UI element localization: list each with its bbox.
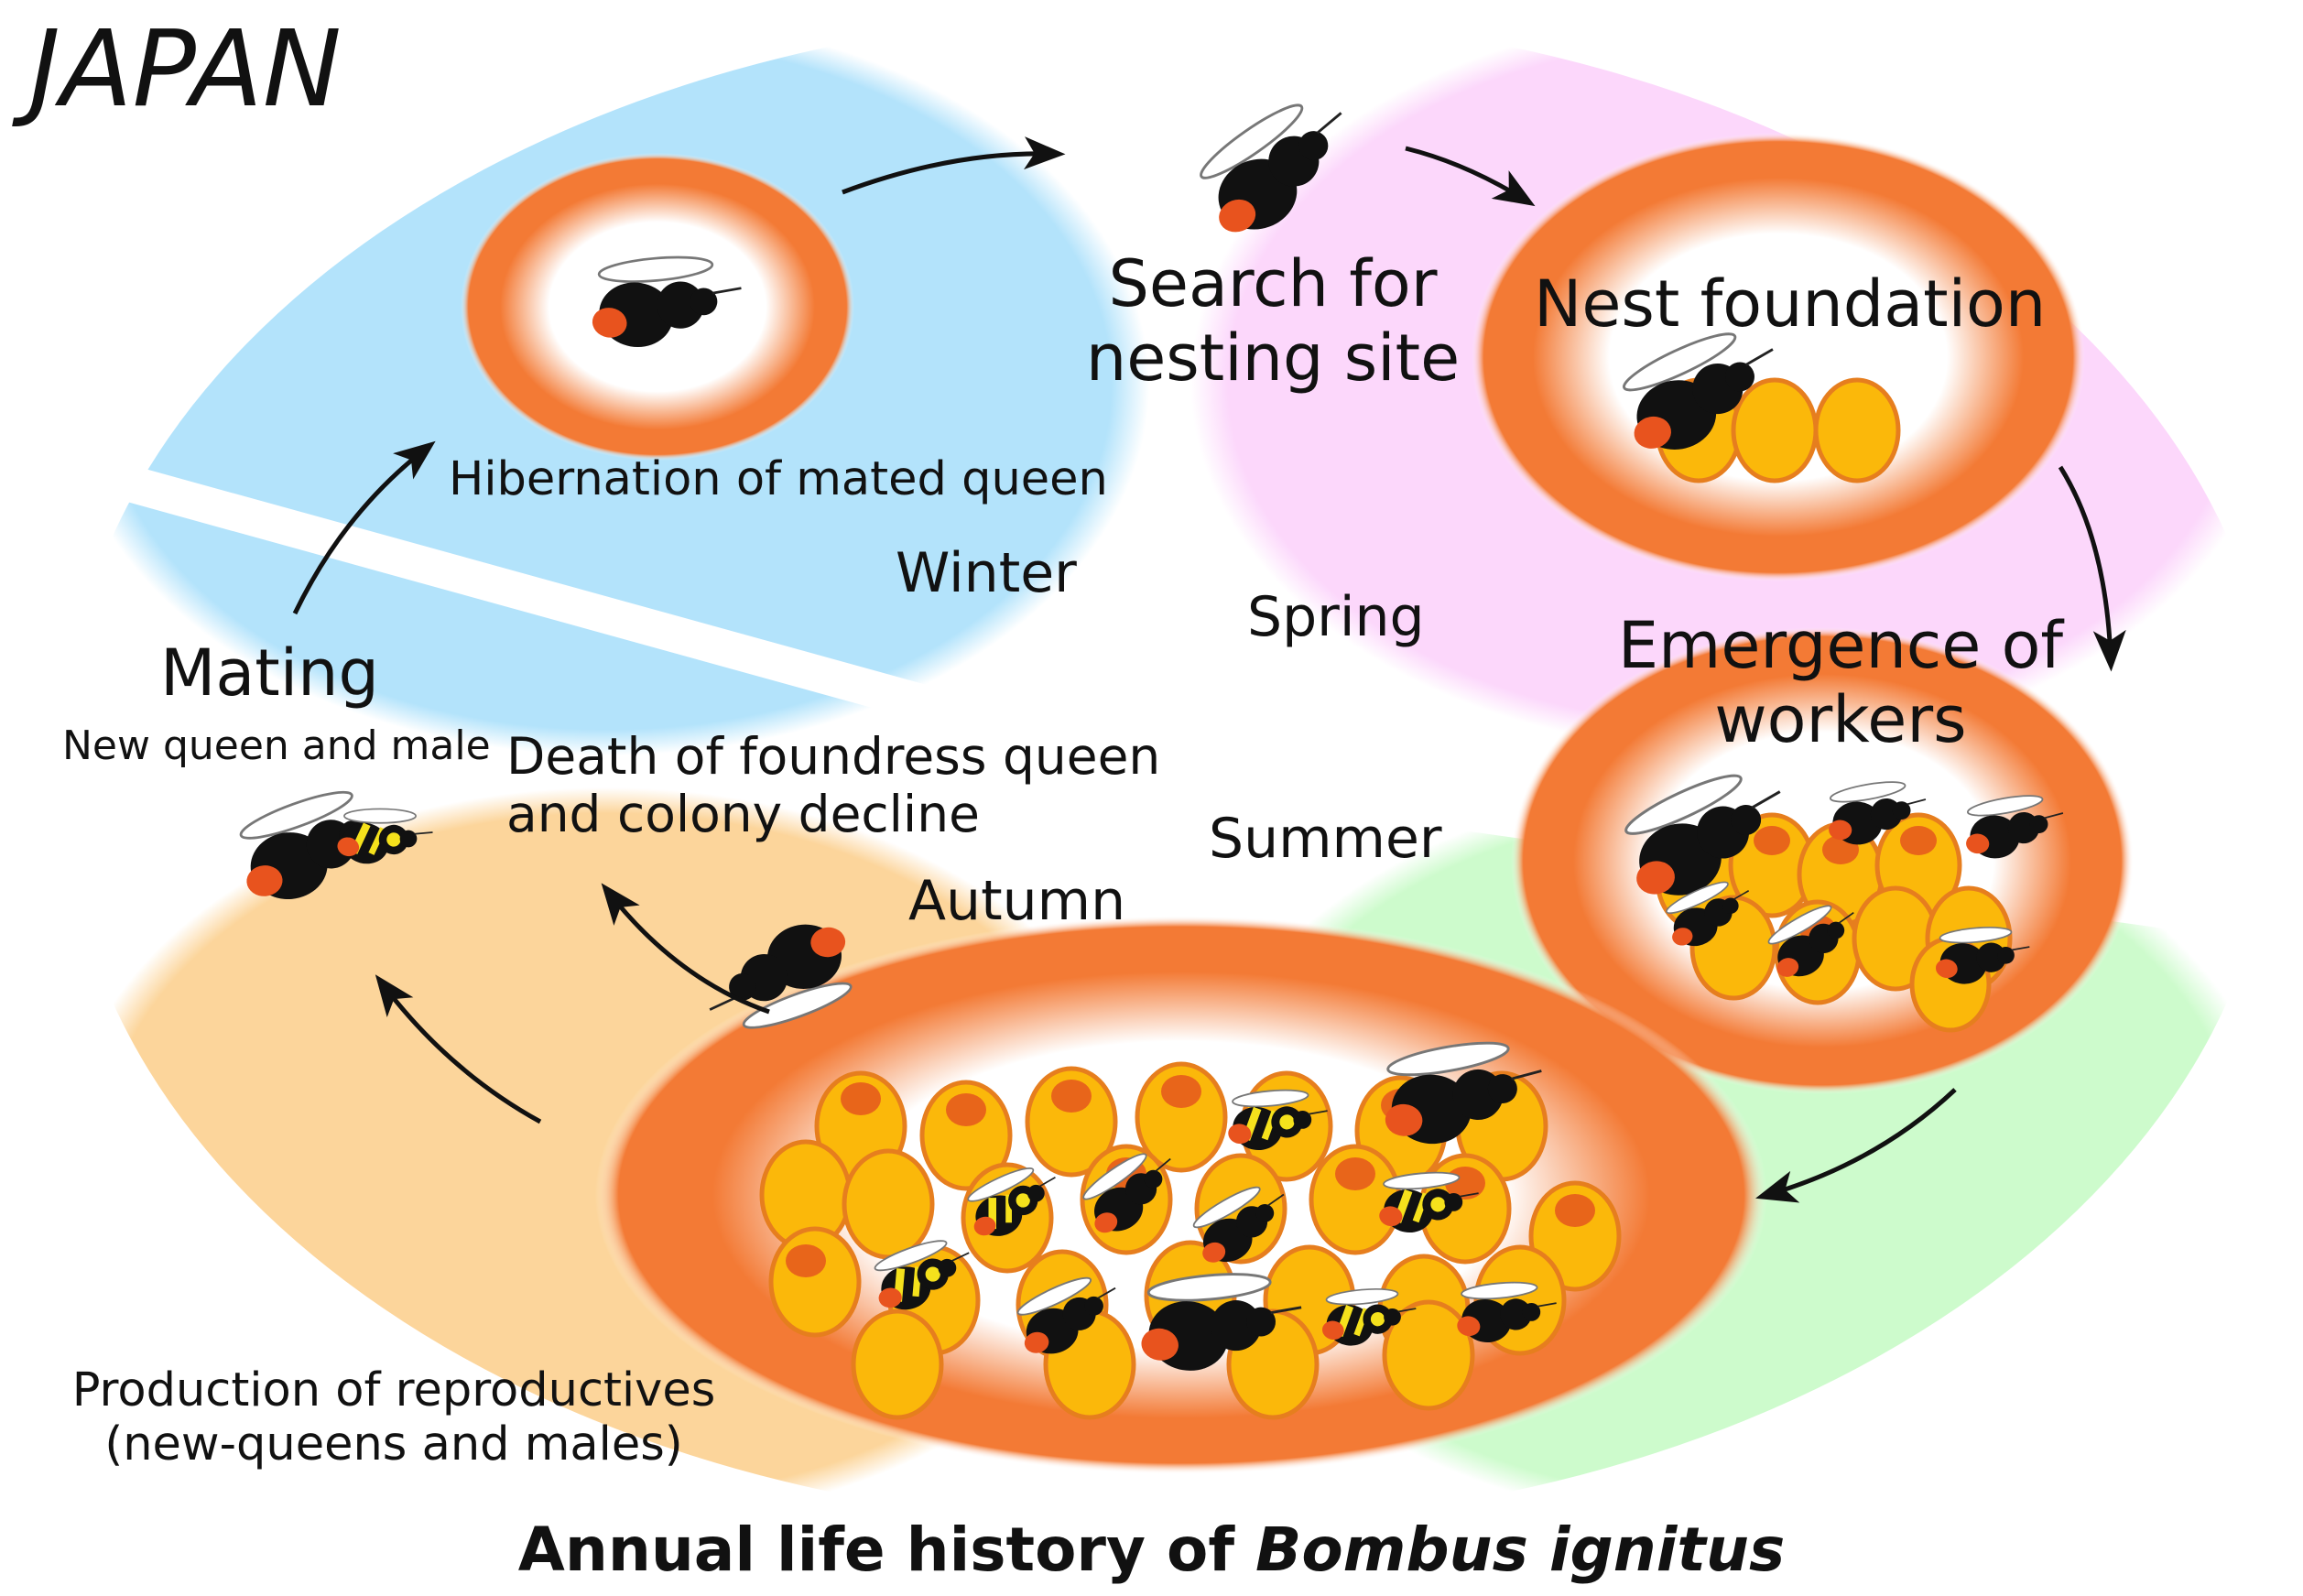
emergence-label: Emergence of workers <box>1612 609 2069 756</box>
brood-cell-icon <box>771 1229 859 1335</box>
brood-cell-icon <box>1816 380 1898 481</box>
winter-label: Winter <box>896 542 1077 605</box>
autumn-label: Autumn <box>908 870 1125 933</box>
title-prefix: Annual life history of <box>518 1515 1255 1585</box>
cell-cap <box>1161 1075 1201 1108</box>
death-line-2: and colony decline <box>506 786 1160 843</box>
brood-cell-icon <box>844 1151 932 1257</box>
production-label: Production of reproductives (new-queens … <box>37 1364 751 1471</box>
cell-cap <box>786 1244 826 1277</box>
search-line-1: Search for <box>1081 247 1465 321</box>
production-line-1: Production of reproductives <box>37 1364 751 1418</box>
search-nesting-label: Search for nesting site <box>1081 247 1465 395</box>
mating-sublabel: New queen and male <box>62 723 491 770</box>
cell-cap <box>841 1082 881 1115</box>
cell-cap <box>1754 826 1790 855</box>
emergence-line-1: Emergence of <box>1612 609 2069 683</box>
spring-label: Spring <box>1247 586 1425 649</box>
cell-cap <box>1051 1080 1092 1113</box>
death-line-1: Death of foundress queen <box>506 728 1160 786</box>
cell-cap <box>1555 1194 1595 1227</box>
country-label: JAPAN <box>29 9 342 130</box>
brood-cell-icon <box>1733 380 1816 481</box>
nest-foundation-ring <box>1472 133 2085 581</box>
cell-cap <box>1900 826 1937 855</box>
title-species: Bombus ignitus <box>1255 1515 1785 1585</box>
mating-label: Mating <box>160 636 379 711</box>
emergence-line-2: workers <box>1612 683 2069 757</box>
figure-title: Annual life history of Bombus ignitus <box>0 1515 2303 1585</box>
death-label: Death of foundress queen and colony decl… <box>506 728 1160 844</box>
nest-foundation-label: Nest foundation <box>1534 267 2046 342</box>
hibernation-label: Hibernation of mated queen <box>449 453 1108 507</box>
cell-cap <box>946 1093 986 1126</box>
summer-label: Summer <box>1209 808 1442 871</box>
search-line-2: nesting site <box>1081 321 1465 396</box>
production-line-2: (new-queens and males) <box>37 1418 751 1472</box>
cell-cap <box>1335 1157 1375 1190</box>
brood-cell-icon <box>853 1311 941 1417</box>
